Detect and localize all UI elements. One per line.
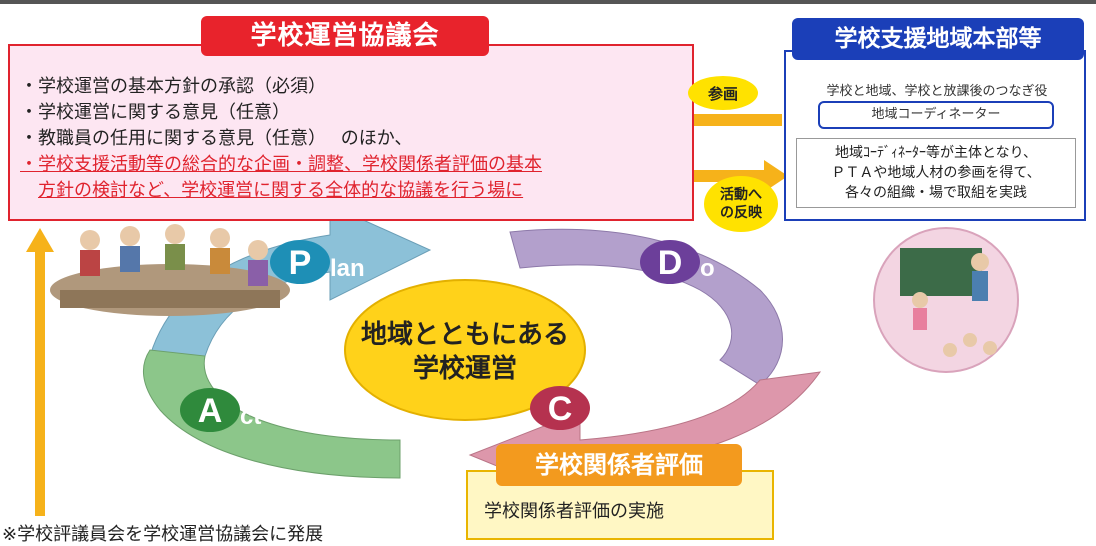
center-text-line: 地域とともにある (360, 320, 569, 350)
plan-rest: lan (330, 255, 365, 282)
check-rest: heck (590, 401, 645, 428)
act-segment (142, 349, 401, 479)
council-item-staffing: ・教職員の任用に関する意見（任意） のほか、 (20, 128, 413, 149)
arrow-hanei-head (764, 160, 788, 192)
council-title: 学校運営協議会 (201, 16, 489, 56)
reflection-bubble-line: 活動へ (720, 187, 762, 203)
participation-bubble: 参画 (688, 76, 758, 110)
support-body: 地域ｺｰﾃﾞｨﾈｰﾀｰ等が主体となり、 ＰＴＡや地域人材の参画を得て、 各々の組… (796, 138, 1076, 208)
support-body-line: ＰＴＡや地域人材の参画を得て、 (831, 165, 1041, 181)
council-box (8, 44, 694, 221)
council-item-planning-cont: 方針の検討など、学校運営に関する全体的な協議を行う場に (38, 180, 524, 201)
act-letter: A (198, 392, 223, 430)
support-body-line: 各々の組織・場で取組を実践 (845, 185, 1027, 201)
center-ellipse (344, 279, 586, 421)
act-label: A ct (180, 388, 261, 432)
support-title: 学校支援地域本部等 (792, 18, 1084, 60)
footnote: ※学校評議員会を学校運営協議会に発展 (2, 524, 324, 545)
act-rest: ct (240, 403, 261, 430)
do-rest: o (700, 255, 715, 282)
arrow-up-head (26, 228, 54, 252)
support-body-line: 地域ｺｰﾃﾞｨﾈｰﾀｰ等が主体となり、 (834, 145, 1038, 161)
do-label: D o (640, 240, 715, 284)
council-items: ・学校運営の基本方針の承認（必須） ・学校運営に関する意見（任意） ・教職員の任… (20, 74, 680, 204)
center-text: 地域とともにある 学校運営 (350, 318, 580, 386)
center-text-line: 学校運営 (412, 354, 517, 384)
meeting-illustration (50, 224, 290, 316)
top-rule (0, 0, 1096, 4)
reflection-bubble-line: の反映 (720, 205, 762, 221)
plan-label: P lan (270, 240, 365, 284)
council-item-approval: ・学校運営の基本方針の承認（必須） (20, 76, 326, 97)
do-letter: D (658, 244, 683, 282)
reflection-bubble: 活動へ の反映 (704, 176, 778, 232)
evaluation-body: 学校関係者評価の実施 (484, 501, 664, 522)
check-letter: C (548, 390, 573, 428)
classroom-illustration (873, 227, 1019, 373)
coordinator-pill: 地域コーディネーター (818, 101, 1054, 129)
plan-letter: P (289, 244, 312, 282)
check-label: C heck (530, 386, 645, 430)
council-item-opinion: ・学校運営に関する意見（任意） (20, 102, 290, 123)
support-subtitle: 学校と地域、学校と放課後のつなぎ役 (826, 84, 1048, 99)
support-box (784, 50, 1086, 221)
evaluation-title: 学校関係者評価 (496, 444, 742, 486)
council-item-planning: ・学校支援活動等の総合的な企画・調整、学校関係者評価の基本 (20, 154, 542, 175)
